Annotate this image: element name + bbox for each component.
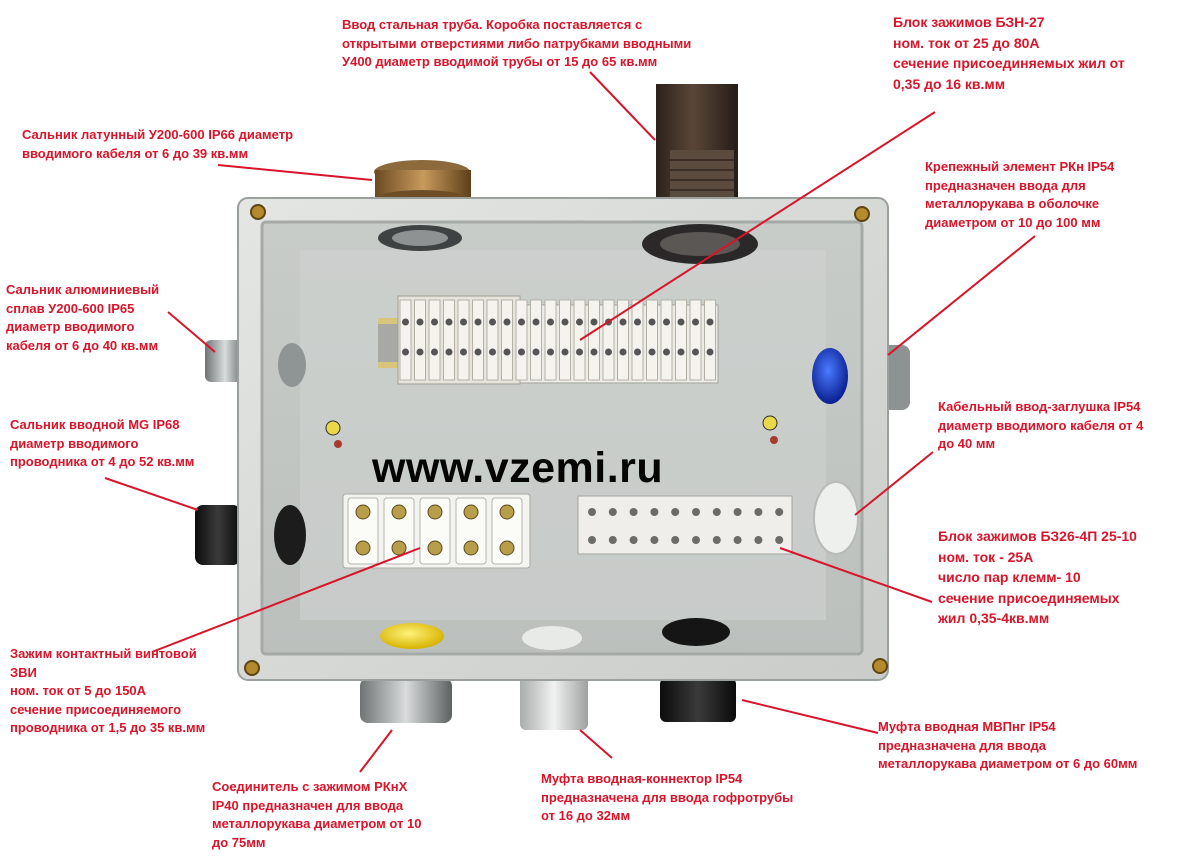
zvi-contact-clamp xyxy=(342,493,531,569)
label-line: Сальник латунный У200-600 IP66 диаметр xyxy=(22,127,294,142)
label-line: металлорукава в оболочке xyxy=(925,196,1100,211)
label-line: предназначена для ввода гофротрубы xyxy=(541,789,794,805)
label-line: Кабельный ввод-заглушка IP54 xyxy=(938,399,1141,414)
label-line: диаметр вводимого xyxy=(10,435,139,451)
label-line: диаметр вводимого кабеля от 4 xyxy=(938,417,1144,433)
label-line: металлорукава диаметром от 10 xyxy=(212,816,422,831)
label-mvpng-coupling: Муфта вводная МВПнг IP54 предназначена дл… xyxy=(878,718,1137,774)
label-line: число пар клемм- 10 xyxy=(938,569,1081,585)
label-line: Муфта вводная-коннектор IP54 xyxy=(541,771,743,786)
label-line: металлорукава диаметром от 6 до 60мм xyxy=(878,756,1138,771)
label-line: до 40 мм xyxy=(938,436,996,451)
label-line: сечение присоединяемых жил от xyxy=(893,55,1125,71)
label-line: 0,35 до 16 кв.мм xyxy=(893,75,1006,92)
label-line: проводника от 1,5 до 35 кв.мм xyxy=(10,720,206,735)
label-line: У400 диаметр вводимой трубы от 15 до 65 … xyxy=(342,54,658,69)
label-line: Зажим контактный винтовой xyxy=(10,646,197,661)
terminal-block-bzn27 xyxy=(397,295,719,385)
label-line: предназначена для ввода xyxy=(878,737,1046,753)
terminal-block-bz26 xyxy=(577,495,793,555)
label-line: Муфта вводная МВПнг IP54 xyxy=(878,719,1056,734)
label-line: ном. ток - 25А xyxy=(938,548,1034,565)
label-line: диаметр вводимого xyxy=(6,319,135,334)
label-line: проводника от 4 до 52 кв.мм xyxy=(10,454,195,469)
label-line: сечение присоединяемого xyxy=(10,701,182,717)
label-line: сплав У200-600 IP65 xyxy=(6,300,135,316)
label-line: ном. ток от 5 до 150А xyxy=(10,683,147,698)
label-line: открытыми отверстиями либо патрубками вв… xyxy=(342,35,692,51)
label-line: жил 0,35-4кв.мм xyxy=(938,610,1050,626)
label-line: Крепежный элемент РКн IP54 xyxy=(925,159,1115,174)
label-line: сечение присоединяемых xyxy=(938,589,1120,606)
label-aluminium-gland: Сальник алюминиевый сплав У200-600 IP65 ди… xyxy=(6,281,159,355)
label-line: кабеля от 6 до 40 кв.мм xyxy=(6,337,159,353)
label-line: до 75мм xyxy=(212,834,266,850)
label-cable-plug: Кабельный ввод-заглушка IP54 диаметр ввод… xyxy=(938,398,1143,454)
label-line: ном. ток от 25 до 80А xyxy=(893,34,1040,51)
label-line: от 16 до 32мм xyxy=(541,808,631,823)
label-line: Сальник вводной MG IP68 xyxy=(10,417,180,432)
label-brass-gland: Сальник латунный У200-600 IP66 диаметр вв… xyxy=(22,126,293,163)
label-rkn-element: Крепежный элемент РКн IP54 предназначен в… xyxy=(925,158,1114,232)
label-line: предназначен ввода для xyxy=(925,177,1086,193)
label-line: ЗВИ xyxy=(10,664,37,680)
label-line: Блок зажимов БЗН-27 xyxy=(893,14,1045,30)
label-mg-gland: Сальник вводной MG IP68 диаметр вводимого… xyxy=(10,416,194,472)
label-line: Блок зажимов БЗ26-4П 25-10 xyxy=(938,528,1137,544)
website-watermark: www.vzemi.ru xyxy=(372,444,664,492)
label-coupling-connector: Муфта вводная-коннектор IP54 предназначен… xyxy=(541,770,793,826)
label-line: IP40 предназначен для ввода xyxy=(212,797,404,813)
label-line: Ввод стальная труба. Коробка поставляетс… xyxy=(342,17,643,32)
label-line: вводимого кабеля от 6 до 39 кв.мм xyxy=(22,145,249,161)
label-line: Сальник алюминиевый xyxy=(6,282,160,297)
label-line: диаметром от 10 до 100 мм xyxy=(925,214,1101,230)
label-terminal-bzn27: Блок зажимов БЗН-27 ном. ток от 25 до 80А… xyxy=(893,12,1125,94)
label-line: Соединитель с зажимом РКнХ xyxy=(212,779,408,794)
label-terminal-bz26: Блок зажимов БЗ26-4П 25-10 ном. ток - 25А… xyxy=(938,526,1137,629)
label-rknx-connector: Соединитель с зажимом РКнХ IP40 предназна… xyxy=(212,778,421,852)
label-steel-pipe: Ввод стальная труба. Коробка поставляетс… xyxy=(342,16,691,72)
